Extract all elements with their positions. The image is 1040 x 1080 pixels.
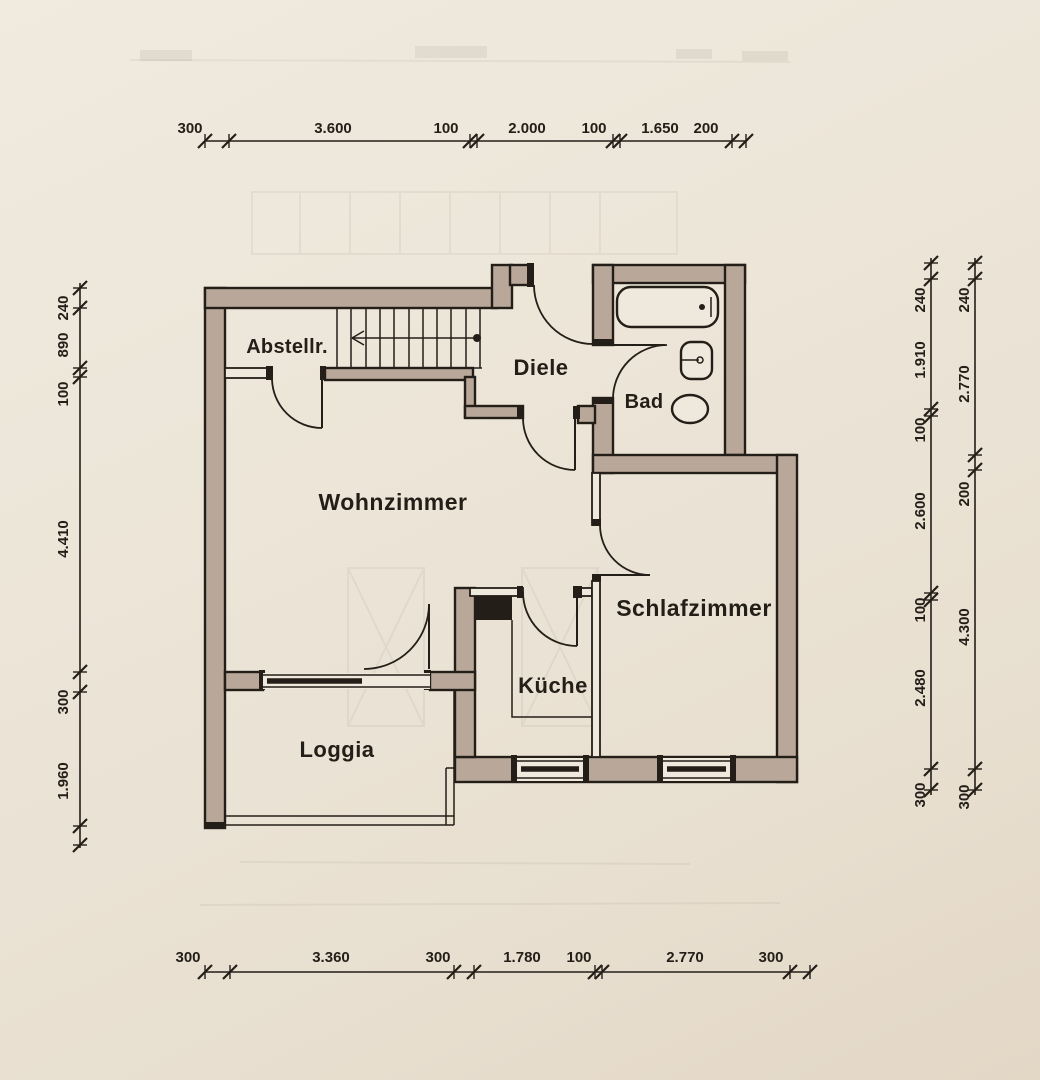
window-loggia-door: [263, 673, 430, 689]
partition-kueche-schlaf-lower: [591, 580, 601, 758]
dim-label: 3.600: [314, 120, 352, 137]
wall-bad-top: [591, 263, 747, 285]
dim-label: 3.360: [312, 949, 350, 966]
dim-label: 890: [55, 332, 72, 357]
fixtures: [226, 285, 720, 826]
bathtub-icon: [615, 285, 720, 329]
dim-label: 300: [55, 689, 72, 714]
room-label-wohnzimmer: Wohnzimmer: [319, 489, 468, 515]
wall-bad-right: [723, 263, 747, 457]
dim-label: 2.770: [956, 365, 973, 403]
dim-label: 1.780: [503, 949, 541, 966]
dim-label: 300: [956, 784, 973, 809]
wall-bottom: [453, 755, 799, 784]
wall-diele-stub: [576, 404, 597, 425]
partition-kueche-top: [469, 587, 524, 597]
wall-schlafzimmer-right: [775, 453, 799, 784]
wall-top: [203, 286, 499, 310]
room-label-schlafzimmer: Schlafzimmer: [616, 595, 772, 621]
doors: [271, 284, 668, 670]
washbasin-icon: [679, 340, 714, 381]
dim-chain-left: 240 890 100 4.410 300 1.960: [55, 280, 88, 853]
dim-label: 100: [912, 417, 929, 442]
dim-label: 300: [425, 949, 450, 966]
dim-label: 1.960: [55, 762, 72, 800]
door-abstellraum: [271, 377, 323, 429]
toilet-icon: [670, 393, 710, 425]
walls-partition: [224, 367, 601, 758]
dim-chain-right-inner: 240 1.910 100 2.600 100 2.480 300: [912, 255, 939, 808]
dim-label: 240: [912, 287, 929, 312]
dim-label: 300: [912, 782, 929, 807]
door-entrance: [533, 284, 594, 345]
dim-ticks-right-outer: [967, 255, 983, 798]
dim-label: 2.000: [508, 120, 546, 137]
dim-labels-right-outer: 240 2.770 200 4.300 300: [956, 287, 973, 809]
ghost-bleed-marks: [129, 59, 791, 906]
dim-label: 200: [693, 120, 718, 137]
dim-chain-right-outer: 240 2.770 200 4.300 300: [956, 255, 983, 810]
dim-chain-bottom: 300 3.360 300 1.780 100 2.770 300: [175, 949, 818, 980]
dim-labels-left: 240 890 100 4.410 300 1.960: [55, 295, 72, 799]
dim-label: 4.410: [55, 520, 72, 558]
door-diele-wohnzimmer: [522, 417, 576, 471]
dim-label: 100: [55, 381, 72, 406]
stair-direction-arrow-icon: [351, 330, 481, 346]
wall-bad-left-upper: [591, 263, 615, 347]
window-kueche: [517, 758, 583, 781]
partition-kueche-schlaf-upper: [591, 472, 601, 526]
door-bad: [612, 344, 668, 400]
dim-label: 240: [55, 295, 72, 320]
partition-abstellraum: [224, 367, 273, 379]
window-schlafzimmer: [663, 758, 730, 781]
dim-labels-right-inner: 240 1.910 100 2.600 100 2.480 300: [912, 287, 929, 807]
wall-loggia-right-piece: [428, 670, 477, 692]
wall-left: [203, 286, 227, 830]
wall-under-stairs: [323, 366, 475, 382]
door-kueche: [522, 591, 578, 647]
dim-label: 100: [912, 597, 929, 622]
dim-label: 300: [175, 949, 200, 966]
wall-schlafzimmer-top: [591, 453, 797, 475]
dim-label: 4.300: [956, 608, 973, 646]
kitchen-inner-outline: [511, 620, 592, 718]
room-label-bad: Bad: [625, 391, 664, 413]
dim-label: 1.910: [912, 341, 929, 379]
dim-ticks-bottom: [197, 964, 818, 980]
door-schlafzimmer: [599, 524, 651, 576]
shaft-icon: [474, 596, 512, 620]
dim-ticks-top: [197, 133, 754, 149]
dim-labels-top: 300 3.600 100 2.000 100 1.650 200: [177, 120, 718, 137]
wall-loggia-left-piece: [223, 670, 265, 692]
dim-chain-top: 300 3.600 100 2.000 100 1.650 200: [177, 120, 754, 149]
dim-label: 100: [566, 949, 591, 966]
stairs-icon: [325, 308, 482, 369]
dim-label: 200: [956, 481, 973, 506]
dim-label: 300: [758, 949, 783, 966]
dim-label: 100: [581, 120, 606, 137]
room-labels: Abstellr. Diele Bad Wohnzimmer Schlafzim…: [246, 336, 772, 762]
room-label-kueche: Küche: [518, 673, 588, 698]
ghost-smudges: [140, 46, 788, 61]
room-label-diele: Diele: [513, 355, 568, 380]
wall-diele-horiz: [463, 404, 525, 420]
dim-label: 100: [433, 120, 458, 137]
dim-label: 2.480: [912, 669, 929, 707]
dim-label: 240: [956, 287, 973, 312]
dim-label: 1.650: [641, 120, 679, 137]
room-label-abstellraum: Abstellr.: [246, 336, 328, 358]
dim-ticks-right-inner: [923, 255, 939, 798]
door-loggia-balcony: [363, 603, 430, 670]
walls-masonry: [203, 263, 799, 830]
room-label-loggia: Loggia: [299, 737, 374, 762]
dim-label: 300: [177, 120, 202, 137]
dim-labels-bottom: 300 3.360 300 1.780 100 2.770 300: [175, 949, 783, 966]
dim-ticks-left: [72, 280, 88, 853]
dim-label: 2.600: [912, 492, 929, 530]
windows: [263, 673, 730, 781]
wall-entry-step: [490, 263, 514, 310]
dim-label: 2.770: [666, 949, 704, 966]
loggia-outline: [226, 690, 455, 826]
